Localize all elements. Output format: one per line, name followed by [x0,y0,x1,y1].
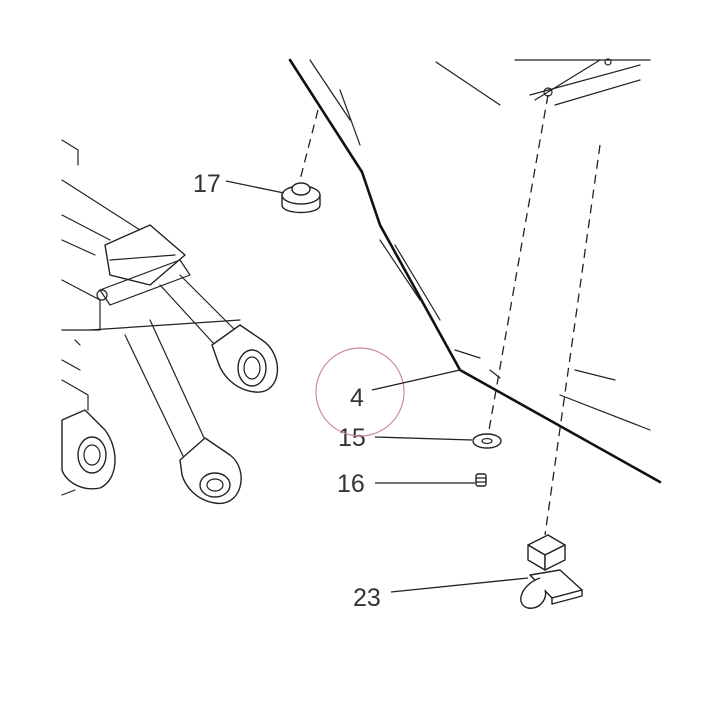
leader-23 [390,577,529,593]
leader-15 [374,436,473,441]
body-panel [288,58,662,484]
grommet-part-17[interactable] [281,182,321,214]
callout-4[interactable]: 4 [350,384,364,412]
highlight-circle-4 [315,347,405,437]
screw-part-16[interactable] [475,473,487,487]
assembly-line-23 [544,144,601,536]
callout-16: 16 [337,470,365,498]
leader-17 [225,180,285,194]
leader-4 [371,369,461,391]
callout-17: 17 [193,170,221,198]
linkage-arm-assembly [61,139,278,504]
assembly-line-15 [488,94,549,431]
assembly-line-17 [299,109,319,181]
callout-15: 15 [338,424,366,452]
washer-part-15[interactable] [472,433,502,449]
callout-23: 23 [353,584,381,612]
clip-part-23[interactable] [520,534,583,609]
